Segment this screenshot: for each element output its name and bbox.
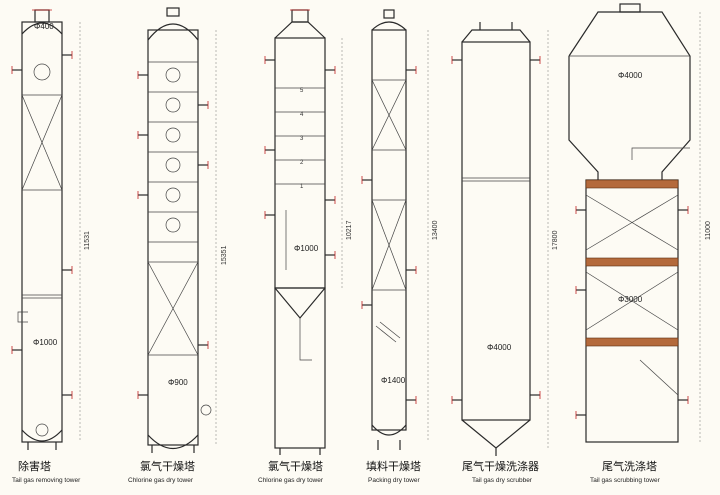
top-diameter-label: Φ4000	[618, 71, 643, 80]
tower-chlorine-dry-2: 5 4 3 2 1 10217 Φ1000 氯气干燥塔 Chlorine gas…	[258, 9, 353, 484]
tower-tail-gas-scrubbing: 11000 Φ4000 Φ3000 尾气洗涤塔 Tail gas scrubbi…	[568, 3, 712, 484]
height-dimension: 10217	[346, 220, 353, 240]
tower-name-en: Chlorine gas dry tower	[258, 477, 324, 484]
diameter-label: Φ4000	[487, 343, 512, 352]
height-dimension: 13400	[432, 220, 439, 240]
tower-name-en: Tail gas removing tower	[12, 477, 81, 484]
height-dimension: 15351	[221, 245, 228, 265]
tower-name-cn: 除害塔	[18, 459, 51, 473]
tower-tail-gas-removing: 11531 Φ400 Φ1000 除害塔 Tail gas removing t…	[11, 9, 91, 484]
diameter-label: Φ900	[168, 378, 188, 387]
tower-name-cn: 尾气洗涤塔	[602, 459, 657, 473]
diameter-label: Φ3000	[618, 295, 643, 304]
tower-name-cn: 尾气干燥洗涤器	[462, 459, 539, 473]
tower-name-cn: 填料干燥塔	[366, 459, 421, 473]
plate-number: 1	[300, 184, 304, 190]
diameter-label: Φ1400	[381, 376, 406, 385]
top-diameter-label: Φ400	[34, 22, 54, 31]
plate-number: 5	[300, 88, 304, 94]
tower-name-en: Chlorine gas dry tower	[128, 477, 194, 484]
tower-name-en: Packing dry tower	[368, 477, 420, 484]
plate-number: 3	[300, 136, 304, 142]
tower-tail-gas-dry-scrubber: 17800 Φ4000 尾气干燥洗涤器 Tail gas dry scrubbe…	[451, 22, 559, 484]
tower-name-en: Tail gas dry scrubber	[472, 477, 533, 484]
height-dimension: 17800	[552, 230, 559, 250]
tower-chlorine-dry-1: 15351 Φ900 氯气干燥塔 Chlorine gas dry tower	[128, 7, 228, 484]
diameter-label: Φ1000	[294, 244, 319, 253]
tower-name-cn: 氯气干燥塔	[140, 459, 195, 473]
plate-number: 4	[300, 112, 304, 118]
height-dimension: 11531	[84, 231, 91, 250]
tower-name-en: Tail gas scrubbing tower	[590, 477, 661, 484]
height-dimension: 11000	[705, 221, 712, 240]
plate-number: 2	[300, 160, 304, 166]
diameter-label: Φ1000	[33, 338, 58, 347]
tower-packing-dry: 13400 Φ1400 填料干燥塔 Packing dry tower	[361, 9, 439, 484]
tower-name-cn: 氯气干燥塔	[268, 459, 323, 473]
